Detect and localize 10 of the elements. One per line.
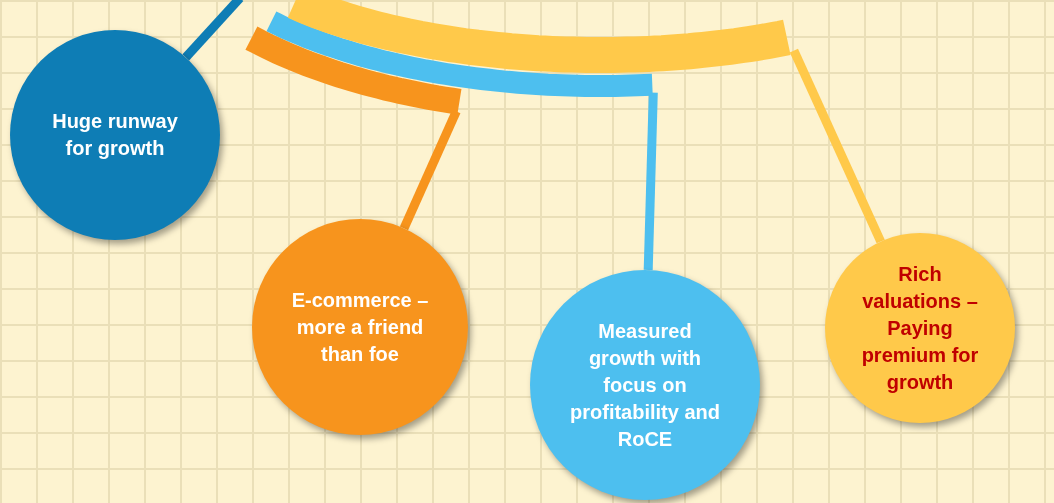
connector-line [789,48,885,244]
arc-band [265,11,656,97]
node-text: E-commerce – more a friend than foe [290,287,430,367]
node-text: Huge runway for growth [51,109,179,161]
node-text: Rich valuations – Paying premium for growth [860,261,980,395]
connector-line [399,109,461,231]
node-text: Measured growth with focus on profitability and RoCE [570,318,720,452]
connector-line [643,92,658,271]
connector-line [182,0,244,61]
circle-node [252,219,468,435]
